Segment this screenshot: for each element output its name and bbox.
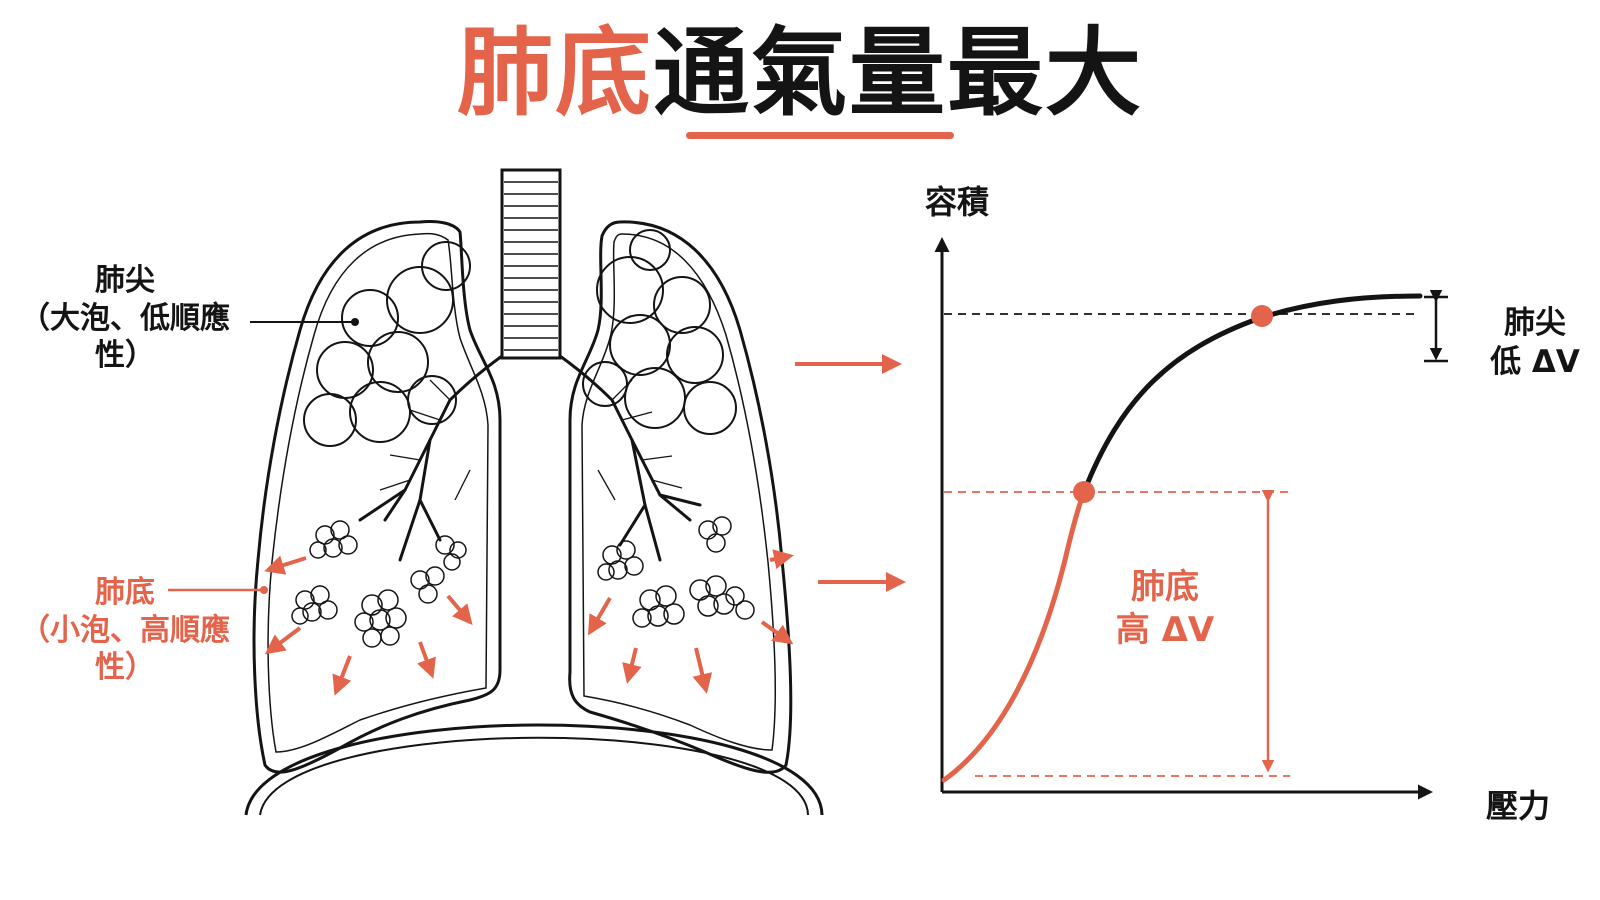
apex-delta-v-name: 肺尖 [1504,305,1566,341]
right-lung-outline [568,220,793,774]
base-expansion-arrows [264,549,794,696]
base-delta-v-name: 肺底 [1131,567,1199,607]
apex-label-detail: （大泡、低順應性） [20,300,230,374]
diaphragm-inner [259,736,809,816]
page-title: 肺底通氣量最大 [0,18,1600,128]
left-base-small-alveoli [291,520,467,648]
left-lung-outline [252,220,502,774]
title-rest: 通氣量最大 [653,17,1143,129]
apex-leader-dot [351,318,359,326]
x-axis-label: 壓力 [1485,787,1550,825]
base-leader-dot [260,586,268,594]
compliance-curve-base-segment [941,489,1087,783]
bronchial-tree [358,354,702,562]
apex-label: 肺尖 （大泡、低順應性） [0,262,250,375]
bronchiole-twigs [379,379,683,501]
title-accent: 肺底 [457,17,653,129]
apex-label-name: 肺尖 [95,263,155,298]
base-point-marker [1073,481,1095,503]
right-apex-large-alveoli [582,229,737,435]
y-axis-label: 容積 [924,183,989,221]
trachea [500,168,562,360]
left-lung-inner-outline [267,232,489,753]
base-label: 肺底 （小泡、高順應性） [0,574,250,687]
trachea-rings [504,181,558,351]
base-delta-v-label: 肺底 高 ΔV [1095,566,1235,651]
apex-point-marker [1251,305,1273,327]
apex-delta-v-label: 肺尖 低 ΔV [1480,304,1590,382]
title-underline [686,132,954,139]
left-apex-large-alveoli [303,241,471,447]
apex-delta-v-value: 低 ΔV [1490,343,1580,380]
right-base-small-alveoli [597,516,755,628]
base-label-detail: （小泡、高順應性） [20,612,230,686]
base-label-name: 肺底 [95,575,155,610]
base-delta-v-value: 高 ΔV [1115,609,1215,650]
compliance-curve-apex-segment [1081,293,1423,495]
right-lung-inner-outline [581,233,776,751]
